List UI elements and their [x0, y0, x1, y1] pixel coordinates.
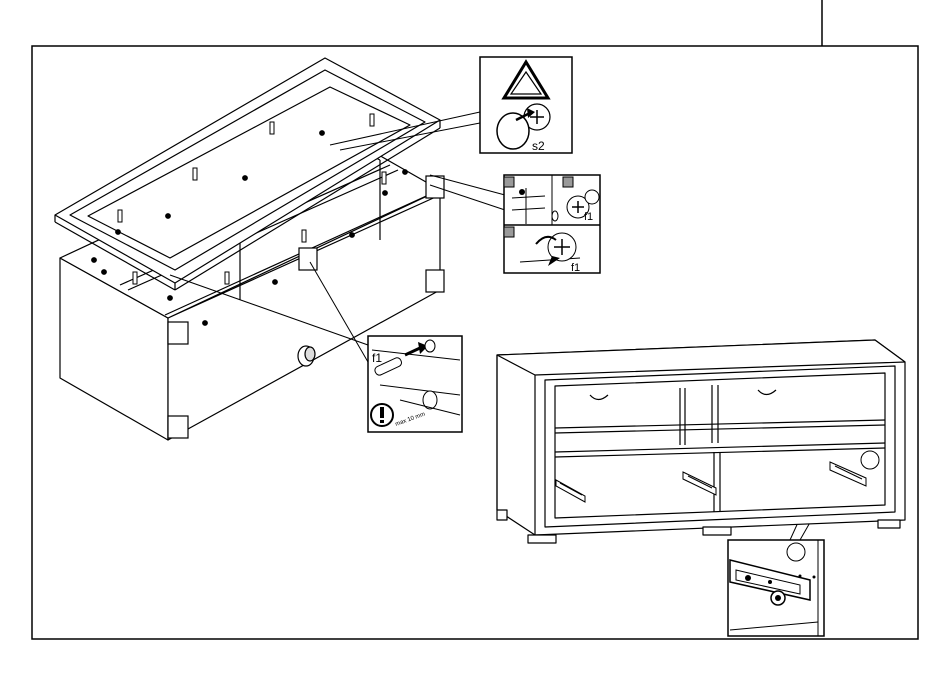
assembled-cabinet: [497, 340, 905, 543]
callout-runner-detail: [728, 540, 824, 636]
callout-dowel: f1 max 10 mm: [368, 336, 462, 432]
callout-cam-f1: f1 f1: [504, 175, 600, 274]
cam-label-f1-upper: f1: [584, 211, 593, 223]
dowel-label: f1: [372, 351, 382, 365]
callout-cam-s2: s2: [480, 57, 572, 153]
cam-label-f1-lower: f1: [571, 262, 580, 274]
cable-hole: [861, 451, 879, 469]
shelf-support-knob: [298, 346, 315, 366]
cam-label-s2: s2: [532, 139, 545, 153]
